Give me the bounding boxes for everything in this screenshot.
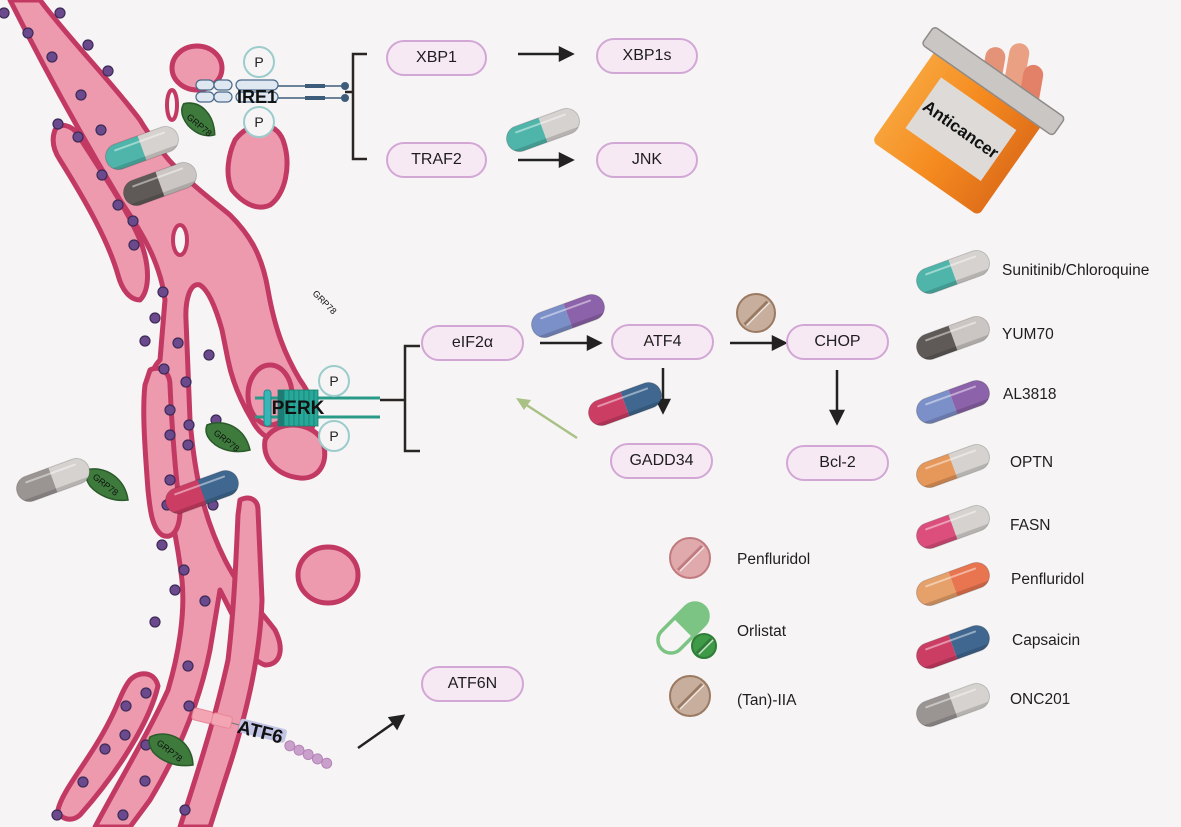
ire1-phospho-bottom <box>243 106 275 138</box>
ire1-p-label-top: P <box>254 54 263 70</box>
perk-receptor: P P PERK <box>255 365 380 452</box>
legend-capsule-icon-7 <box>912 679 994 731</box>
node-eif2a-label: eIF2α <box>451 334 494 351</box>
legend-capsule-icon-4 <box>912 501 994 553</box>
node-bcl2: Bcl-2 <box>786 445 889 481</box>
node-xbp1s-label: XBP1s <box>622 47 672 64</box>
node-gadd34: GADD34 <box>610 443 713 479</box>
grp78-floating-label: GRP78 <box>311 288 339 316</box>
node-atf6n: ATF6N <box>421 666 524 702</box>
legend-capsule-icon-2 <box>912 376 994 428</box>
legend-tablet-icon-1 <box>656 601 717 659</box>
legend-tablet-label-0: Penfluridol <box>737 551 811 568</box>
legend-capsule-label-4: FASN <box>1010 517 1051 534</box>
legend-capsule-label-5: Penfluridol <box>1011 571 1085 588</box>
ire1-label: IRE1 <box>237 87 277 107</box>
ire1-sunitinib-capsule <box>101 122 183 174</box>
legend-tablet-icon-2 <box>669 675 711 717</box>
node-jnk: JNK <box>596 142 698 178</box>
orlistat-tablet <box>691 633 717 659</box>
legend-tablet-label-1: Orlistat <box>737 623 787 640</box>
node-xbp1s: XBP1s <box>596 38 698 74</box>
node-bcl2-label: Bcl-2 <box>819 454 856 471</box>
legend-capsule-label-2: AL3818 <box>1003 386 1057 403</box>
perk-p-label-bottom: P <box>329 428 338 444</box>
node-atf6n-label: ATF6N <box>447 675 498 692</box>
node-traf2: TRAF2 <box>386 142 487 178</box>
legend-tablet-label-2: (Tan)-IIA <box>737 692 797 709</box>
er-capsaicin-capsule <box>161 466 243 518</box>
perk-p-label-top: P <box>329 373 338 389</box>
atf6-label: ATF6 <box>235 717 285 749</box>
node-traf2-label: TRAF2 <box>411 151 462 168</box>
feedback-arrow <box>516 398 578 440</box>
pathway-brackets <box>345 52 420 453</box>
legend-capsule-label-3: OPTN <box>1010 454 1054 471</box>
er-onc201-capsule <box>12 454 94 506</box>
ribosomes <box>0 7 222 821</box>
legend-capsule-label-0: Sunitinib/Chloroquine <box>1002 262 1150 279</box>
legend-capsule-icon-1 <box>912 312 994 364</box>
traf2-jnk-sunitinib-capsule <box>502 104 584 156</box>
legend-tablet-icon-0 <box>669 537 711 579</box>
legend-capsule-icon-3 <box>912 440 994 492</box>
ire1-bracket <box>351 52 367 161</box>
eif2a-atf4-al3818-capsule <box>527 290 609 342</box>
ire1-p-label-bottom: P <box>254 114 263 130</box>
legend-capsule-icon-0 <box>912 246 994 298</box>
legend-icons <box>656 246 994 731</box>
node-xbp1-label: XBP1 <box>416 49 457 66</box>
atf4-gadd34-capsaicin-capsule <box>584 378 666 430</box>
grp78-ire1 <box>181 102 216 137</box>
grp78-perk <box>205 422 251 453</box>
node-gadd34-label: GADD34 <box>629 452 694 469</box>
node-jnk-label: JNK <box>631 151 663 168</box>
perk-label: PERK <box>272 398 325 419</box>
legend-capsule-label-1: YUM70 <box>1002 326 1054 343</box>
node-chop: CHOP <box>786 324 889 360</box>
legend-capsule-label-7: ONC201 <box>1010 691 1071 708</box>
grp78-atf6 <box>148 733 194 767</box>
ire1-phospho-top <box>243 46 275 78</box>
node-chop-label: CHOP <box>814 333 861 350</box>
atf4-chop-tan-iia-tablet <box>736 293 776 333</box>
node-eif2a: eIF2α <box>421 325 524 361</box>
legend-capsule-label-6: Capsaicin <box>1012 632 1081 649</box>
ire1-receptor: P P IRE1 <box>195 46 349 138</box>
node-xbp1: XBP1 <box>386 40 487 76</box>
ire1-yum70-capsule <box>119 158 201 210</box>
legend-capsule-icon-5 <box>912 558 994 610</box>
node-atf4: ATF4 <box>611 324 714 360</box>
inline-drugs <box>12 104 776 518</box>
legend-capsule-icon-6 <box>912 621 994 673</box>
pathway-arrows <box>357 45 846 750</box>
node-atf4-label: ATF4 <box>643 333 682 350</box>
perk-bracket <box>403 344 420 453</box>
anticancer-bottle: Anticancer <box>874 27 1065 214</box>
